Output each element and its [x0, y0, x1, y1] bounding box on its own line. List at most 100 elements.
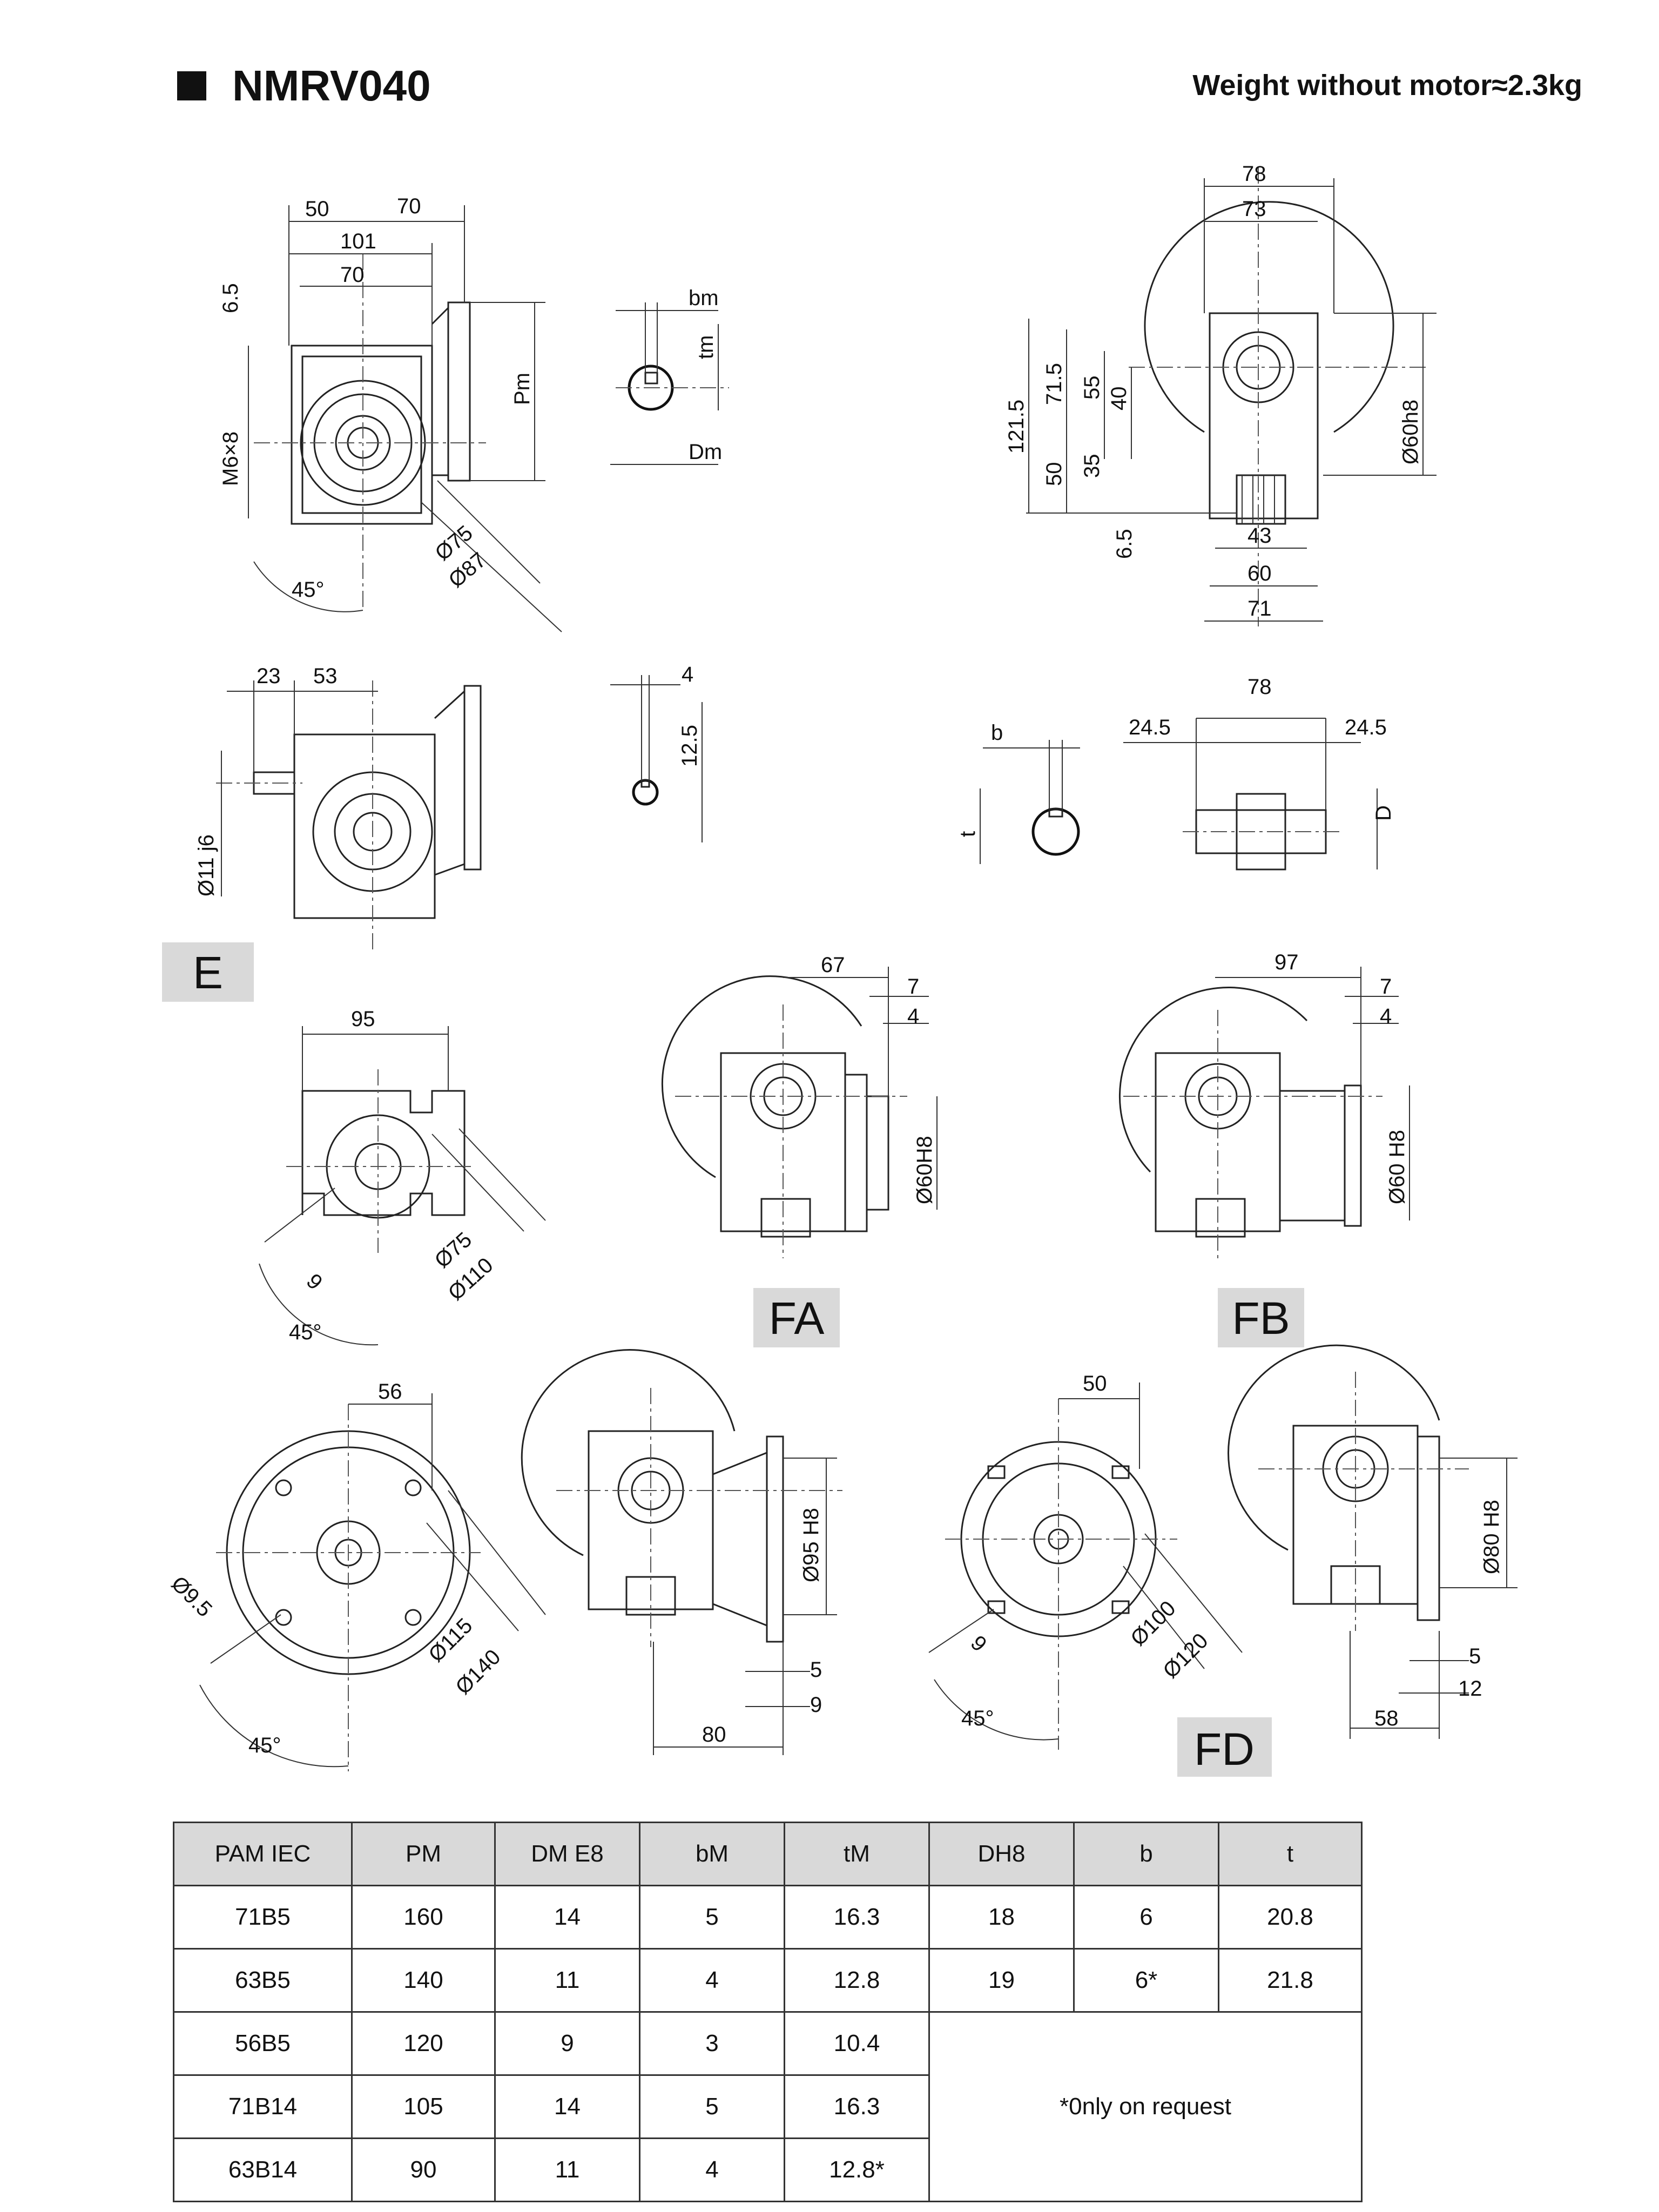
dim-78: 78	[1242, 162, 1266, 186]
front-view-top-left: 50 70 101 70 6.5 Pm M6×8 Ø75 Ø87 45°	[219, 194, 562, 632]
dim-73: 73	[1242, 197, 1266, 221]
col-header-dm: DM E8	[494, 1822, 640, 1886]
col-header-bm: bM	[639, 1822, 785, 1886]
col-header-t: t	[1218, 1822, 1363, 1886]
cell: 12.8*	[784, 2137, 930, 2202]
dim-53: 53	[313, 664, 338, 688]
dim-9: 9	[810, 1693, 822, 1717]
dim-95: 95	[351, 1007, 375, 1031]
cell: 160	[351, 1885, 496, 1950]
dim-40: 40	[1107, 387, 1131, 411]
cell: 120	[351, 2011, 496, 2076]
model-title: NMRV040	[232, 62, 431, 110]
view-label-e-box	[162, 942, 254, 1002]
view-label-fa-box	[753, 1288, 840, 1347]
dim-7: 7	[1380, 975, 1392, 999]
spec-table: PAM IEC PM DM E8 bM tM DH8 b t 71B5 160 …	[173, 1822, 1363, 2202]
dim-7: 7	[907, 975, 919, 999]
hollow-key-detail: b t	[956, 721, 1080, 864]
dim-43: 43	[1247, 524, 1272, 548]
dim-78: 78	[1247, 675, 1272, 699]
fd-flange-side-view: Ø80 H8 5 12 58	[1228, 1344, 1518, 1739]
cell: 140	[351, 1948, 496, 2013]
cell: 21.8	[1218, 1948, 1363, 2013]
dim-5: 5	[1469, 1644, 1481, 1668]
input-side-view: 23 53 Ø11 j6	[194, 664, 482, 950]
dim-50: 50	[1042, 462, 1066, 487]
dim-bm: bm	[689, 286, 719, 310]
dim-12: 12	[1458, 1677, 1482, 1701]
cell: 4	[639, 2137, 785, 2202]
dim-70: 70	[397, 194, 421, 218]
dim-d: D	[1372, 805, 1395, 821]
dim-d120: Ø120	[1158, 1629, 1212, 1683]
dim-pm: Pm	[510, 373, 534, 405]
cell: 19	[928, 1948, 1075, 2013]
cell: 5	[639, 1885, 785, 1950]
cell: 63B5	[173, 1948, 353, 2013]
dim-t: t	[956, 831, 980, 837]
view-label-fd: FD	[1194, 1724, 1255, 1775]
weight-note: Weight without motor≈2.3kg	[1192, 69, 1582, 102]
shaft-key-detail: 4 12.5	[610, 663, 703, 842]
table-row: 71B14 105 14 5 16.3	[173, 2074, 1362, 2139]
dim-4: 4	[907, 1004, 919, 1028]
dim-d11j6: Ø11 j6	[194, 834, 218, 896]
dim-d95h8: Ø95 H8	[799, 1508, 823, 1582]
dim-35: 35	[1080, 454, 1104, 478]
cell: 5	[639, 2074, 785, 2139]
fd-flange-front-view: 50 9 45° Ø100 Ø120	[928, 1372, 1243, 1750]
cell: 16.3	[784, 2074, 930, 2139]
cell: 18	[928, 1885, 1075, 1950]
round-flange-140-view: 56 Ø9.5 Ø115 Ø140 45°	[167, 1380, 546, 1771]
side-view-top-right: 78 73 121.5 71.5 55 40 50 35 6.5 43 60 7…	[1004, 162, 1437, 626]
fa-flange-view: 67 7 4 Ø60H8	[661, 953, 938, 1258]
dim-70-inner: 70	[340, 263, 365, 287]
cell: 14	[494, 1885, 640, 1950]
dim-12-5: 12.5	[678, 725, 702, 767]
dim-d9-5: Ø9.5	[167, 1572, 217, 1621]
dim-d140: Ø140	[451, 1645, 505, 1699]
dim-b: b	[991, 721, 1003, 745]
dim-9: 9	[302, 1269, 327, 1294]
table-header-row: PAM IEC PM DM E8 bM tM DH8 b t	[173, 1822, 1363, 1886]
view-label-fb: FB	[1232, 1293, 1290, 1344]
dim-55: 55	[1080, 376, 1104, 400]
dim-d60-h8: Ø60 H8	[1385, 1130, 1409, 1204]
dim-50: 50	[305, 197, 329, 221]
dim-121-5: 121.5	[1004, 400, 1028, 454]
dim-45deg: 45°	[961, 1707, 994, 1730]
dim-45deg: 45°	[248, 1734, 281, 1757]
e-flange-view: 95 Ø75 Ø110 9 45°	[259, 1007, 546, 1346]
dim-71-5: 71.5	[1042, 363, 1066, 405]
cell: 11	[494, 2137, 640, 2202]
col-header-pam-iec: PAM IEC	[173, 1822, 353, 1886]
cell: 20.8	[1218, 1885, 1363, 1950]
dim-6-5: 6.5	[1112, 529, 1136, 559]
dim-80: 80	[702, 1723, 726, 1746]
cell: 63B14	[173, 2137, 353, 2202]
dim-d60h8: Ø60h8	[1399, 400, 1422, 464]
cell: 11	[494, 1948, 640, 2013]
dim-45deg: 45°	[292, 578, 325, 602]
key-detail-view: bm tm Dm	[610, 286, 729, 465]
cell: 4	[639, 1948, 785, 2013]
dim-24-5-left: 24.5	[1129, 716, 1171, 739]
dim-45deg: 45°	[289, 1320, 322, 1344]
dim-60: 60	[1247, 562, 1272, 585]
dim-24-5-right: 24.5	[1345, 716, 1387, 739]
dim-5: 5	[810, 1658, 822, 1682]
dim-23: 23	[257, 664, 281, 688]
table-row: 63B5 140 11 4 12.8 19 6* 21.8	[173, 1948, 1363, 2013]
dim-d60h8: Ø60H8	[913, 1136, 936, 1204]
cell: 6	[1073, 1885, 1219, 1950]
cell: 14	[494, 2074, 640, 2139]
cell: 90	[351, 2137, 496, 2202]
dim-50: 50	[1083, 1372, 1107, 1395]
col-header-tm: tM	[784, 1822, 930, 1886]
dim-56: 56	[378, 1380, 402, 1404]
col-header-pm: PM	[351, 1822, 496, 1886]
view-label-fa: FA	[769, 1293, 825, 1344]
cell: 16.3	[784, 1885, 930, 1950]
table-row: 63B14 90 11 4 12.8*	[173, 2137, 1362, 2202]
